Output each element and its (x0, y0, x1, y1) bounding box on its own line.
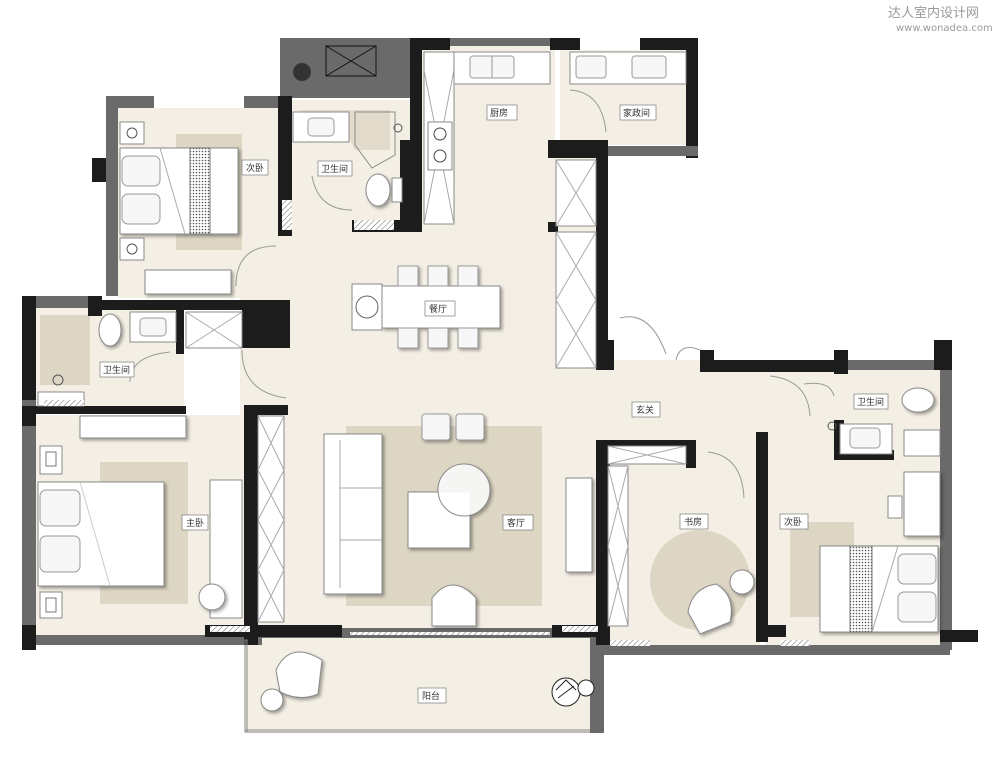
nightstand-master-bottom (39, 591, 63, 619)
room-label-second-bedroom-se: 次卧 (784, 516, 802, 528)
bath-east-fixtures (827, 387, 941, 457)
bed-master (37, 481, 165, 587)
watermark-url: www.wonadea.com (896, 23, 993, 34)
room-label-balcony: 阳台 (422, 690, 440, 702)
tall-cabinet-west (257, 415, 285, 623)
bath-west-fixtures (37, 311, 243, 407)
room-label-kitchen: 厨房 (490, 107, 508, 119)
nightstand-nw-top (119, 121, 145, 145)
walls (22, 38, 978, 733)
ottomans (421, 413, 485, 441)
room-label-entrance: 玄关 (636, 404, 654, 416)
side-table-balcony (260, 688, 284, 712)
bed-se (819, 545, 939, 633)
room-label-study: 书房 (684, 516, 702, 528)
armchair-living (431, 584, 477, 627)
room-label-utility: 家政间 (623, 107, 650, 119)
watermark-title: 达人室内设计网 (888, 5, 979, 21)
stool-study (729, 569, 755, 595)
room-label-bath-west: 卫生间 (103, 364, 130, 376)
door-swings (129, 89, 835, 499)
room-label-second-bedroom-nw: 次卧 (246, 162, 264, 174)
bed-nw (119, 147, 239, 235)
room-label-master-bedroom: 主卧 (186, 517, 204, 529)
stair-shaft (293, 45, 377, 81)
lounge-chair-balcony (275, 651, 323, 698)
tv-cabinet (565, 477, 593, 573)
desk-east (903, 471, 941, 537)
kitchen-counter (423, 51, 551, 225)
room-label-bath-main: 卫生间 (321, 163, 348, 175)
coffee-tables (407, 463, 491, 549)
desk-nw (144, 269, 232, 295)
nightstand-master-top (39, 445, 63, 475)
dining-table (381, 265, 501, 349)
wardrobe-master (79, 415, 187, 439)
bath-main-fixtures (292, 111, 403, 207)
dining-side-table (351, 283, 383, 331)
armchair-study (687, 583, 732, 635)
entrance-cabinet (607, 445, 687, 627)
sofa (323, 433, 383, 595)
room-labels: 厨房 家政间 卫生间 次卧 餐厅 卫生间 主卧 客厅 玄关 卫生间 书房 次卧 … (99, 104, 889, 704)
room-label-living: 客厅 (507, 517, 525, 529)
nightstand-nw-bottom (119, 237, 145, 261)
room-label-dining: 餐厅 (429, 303, 447, 315)
tall-cabinet-kitchen (555, 159, 597, 369)
room-label-bath-east: 卫生间 (857, 396, 884, 408)
utility-fixtures (569, 51, 687, 85)
stool-master (198, 583, 226, 611)
chair-east (887, 495, 903, 519)
hatched-columns (44, 200, 810, 646)
plant-balcony (551, 677, 595, 707)
